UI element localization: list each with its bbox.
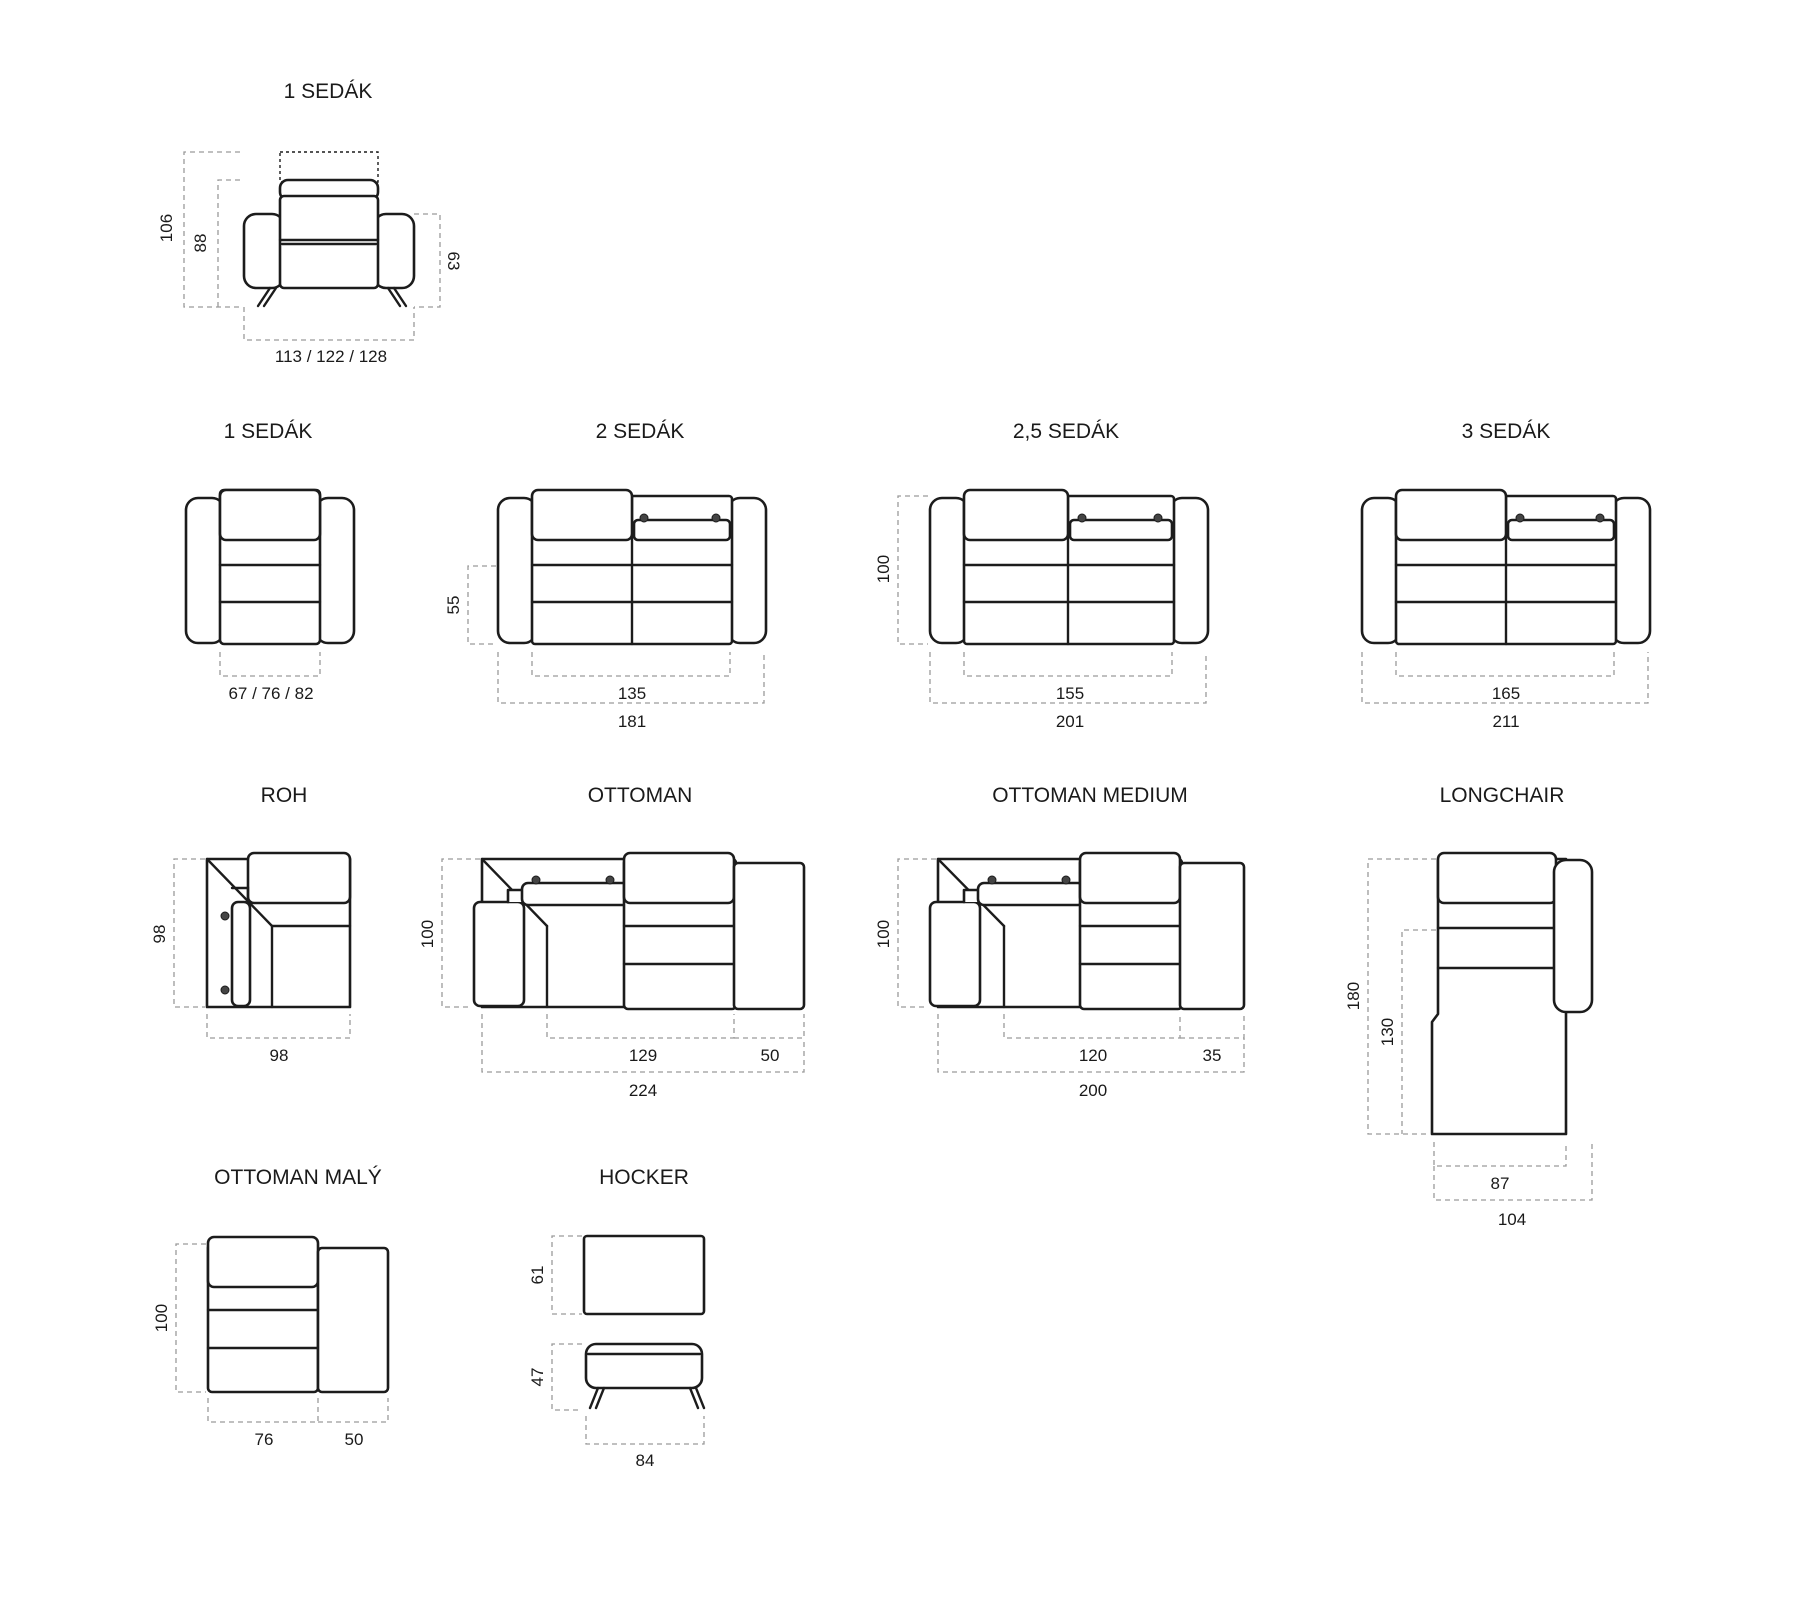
armchair-front-drawing: [242, 151, 416, 308]
dim-height-arm: 63: [444, 252, 463, 271]
ottoman-maly-drawing: [206, 1235, 390, 1394]
module-seat-2: 2 SEDÁK 55 135 181: [444, 420, 768, 731]
module-roh: ROH 98 98: [150, 784, 352, 1065]
dim-depth: 100: [874, 920, 893, 948]
dim-width: 98: [270, 1046, 289, 1065]
seat-3-dimensions: [1361, 652, 1649, 704]
seat-1-drawing: [184, 488, 356, 646]
ottoman-medium-drawing: [928, 851, 1246, 1011]
module-ottoman-maly: OTTOMAN MALÝ 100 76 50: [152, 1166, 390, 1449]
module-title: OTTOMAN MEDIUM: [992, 784, 1188, 807]
dim-width-inner: 129: [629, 1046, 657, 1065]
dim-length-total: 180: [1344, 982, 1363, 1010]
roh-dimensions: [173, 858, 351, 1039]
dim-width: 84: [636, 1451, 655, 1470]
dim-width-inner: 155: [1056, 684, 1084, 703]
module-seat-1: 1 SEDÁK 67 / 76 / 82: [184, 420, 356, 703]
dim-width-inner: 120: [1079, 1046, 1107, 1065]
seat-2-drawing: [496, 488, 768, 646]
module-seat-3: 3 SEDÁK 165 211: [1360, 420, 1652, 731]
hocker-drawing: [582, 1234, 706, 1410]
module-armchair-front: 1 SEDÁK 106 88 63 113 / 122 / 128: [157, 80, 463, 366]
module-longchair: LONGCHAIR 180 130 87 104: [1344, 784, 1594, 1229]
ottoman-maly-dimensions: [175, 1243, 389, 1423]
dim-width-inner: 135: [618, 684, 646, 703]
dim-width-ext: 35: [1203, 1046, 1222, 1065]
longchair-drawing: [1430, 851, 1594, 1136]
module-seat-2-5: 2,5 SEDÁK 100 155 201: [874, 420, 1210, 731]
dim-width: 67 / 76 / 82: [228, 684, 313, 703]
seat-2-dimensions: [467, 565, 765, 704]
dim-width-inner: 87: [1491, 1174, 1510, 1193]
module-hocker: HOCKER 61 47 84: [528, 1166, 706, 1470]
ottoman-drawing: [472, 851, 806, 1011]
dim-height: 47: [528, 1368, 547, 1387]
longchair-dimensions: [1367, 858, 1593, 1201]
module-title: OTTOMAN MALÝ: [214, 1166, 382, 1189]
dim-depth: 55: [444, 596, 463, 615]
module-title: HOCKER: [599, 1166, 689, 1189]
dim-width-seat: 76: [255, 1430, 274, 1449]
dim-depth: 98: [150, 925, 169, 944]
dim-depth-top: 61: [528, 1266, 547, 1285]
dim-length-inner: 130: [1378, 1018, 1397, 1046]
dim-width-ext: 50: [761, 1046, 780, 1065]
dim-width-total: 201: [1056, 712, 1084, 731]
dim-width-inner: 165: [1492, 684, 1520, 703]
dim-width-total: 211: [1492, 712, 1519, 731]
dim-height-back: 88: [191, 234, 210, 253]
dim-depth: 100: [418, 920, 437, 948]
seat-1-dimensions: [219, 652, 321, 677]
dim-width-total: 104: [1498, 1210, 1526, 1229]
dim-width-total: 181: [618, 712, 646, 731]
hocker-dimensions: [551, 1235, 705, 1445]
module-title: 2,5 SEDÁK: [1013, 420, 1119, 443]
module-title: 1 SEDÁK: [224, 420, 313, 443]
module-title: 2 SEDÁK: [596, 420, 685, 443]
module-ottoman-medium: OTTOMAN MEDIUM 100 120 35 200: [874, 784, 1246, 1100]
module-title: ROH: [261, 784, 308, 807]
dim-depth: 100: [874, 555, 893, 583]
seat-2-5-drawing: [928, 488, 1210, 646]
module-title: LONGCHAIR: [1440, 784, 1565, 807]
module-title: 3 SEDÁK: [1462, 420, 1551, 443]
module-title: 1 SEDÁK: [284, 80, 373, 103]
dim-width-total: 224: [629, 1081, 657, 1100]
dim-depth: 100: [152, 1304, 171, 1332]
armchair-front-dimensions: [183, 151, 441, 341]
seat-2-5-dimensions: [897, 495, 1207, 704]
ottoman-medium-dimensions: [897, 858, 1245, 1073]
module-ottoman: OTTOMAN 100 129 50 224: [418, 784, 806, 1100]
dim-width: 113 / 122 / 128: [275, 347, 387, 366]
dim-height-total: 106: [157, 214, 176, 242]
dim-width-ext: 50: [345, 1430, 364, 1449]
ottoman-dimensions: [441, 858, 805, 1073]
dim-width-total: 200: [1079, 1081, 1107, 1100]
module-title: OTTOMAN: [588, 784, 693, 807]
seat-3-drawing: [1360, 488, 1652, 646]
roh-drawing: [205, 851, 352, 1009]
